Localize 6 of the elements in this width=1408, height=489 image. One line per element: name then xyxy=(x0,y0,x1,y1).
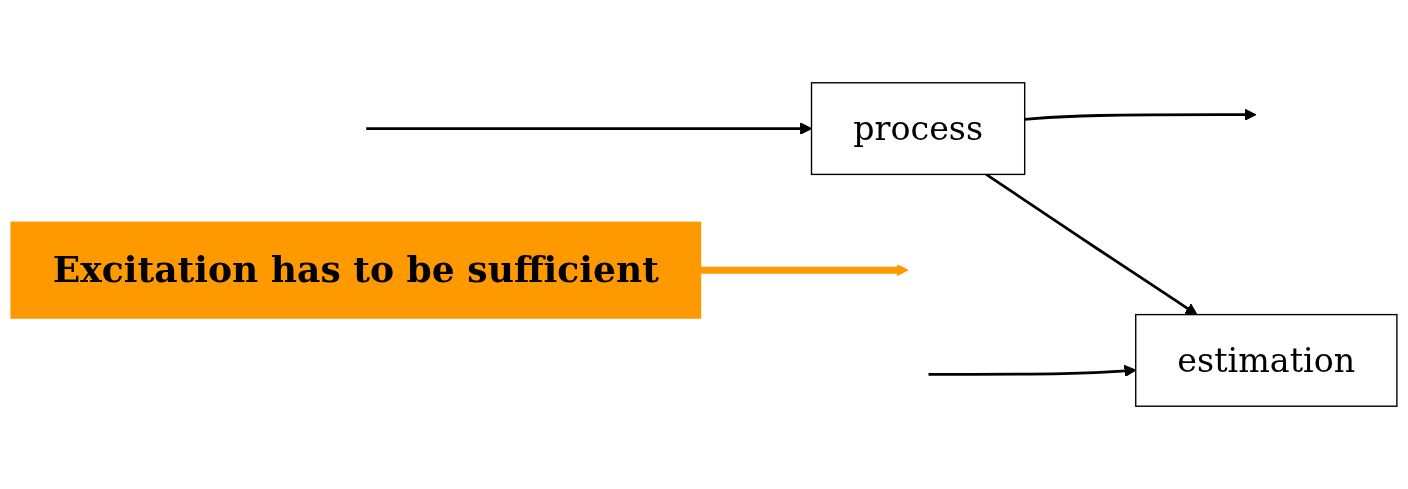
process-box: process xyxy=(810,82,1026,176)
arrow xyxy=(1024,108,1257,121)
arrow xyxy=(985,173,1198,316)
arrow xyxy=(700,264,909,277)
process-box: Excitation has to be sufficient xyxy=(10,221,702,319)
process-box: estimation xyxy=(1135,313,1398,407)
